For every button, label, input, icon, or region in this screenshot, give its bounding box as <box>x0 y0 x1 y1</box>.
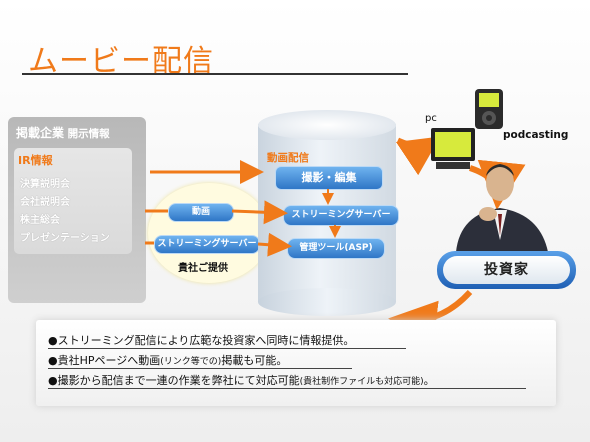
ir-info-box <box>14 148 132 254</box>
investor-label: 投資家 <box>443 256 570 284</box>
pc-monitor-icon <box>431 128 475 169</box>
note-2-text: ●貴社HPページへ動画 <box>48 354 161 367</box>
note-underline-1 <box>48 348 406 349</box>
panel-title-sub: 開示情報 <box>67 128 110 140</box>
note-3-small: (貴社制作ファイルも対応可能) <box>299 377 424 387</box>
ir-heading: IR情報 <box>18 154 53 167</box>
note-line-1: ●ストリーミング配信により広範な投資家へ同時に情報提供。 <box>48 332 354 348</box>
note-line-3: ●撮影から配信まで一連の作業を弊社にて対応可能(貴社制作ファイルも対応可能)。 <box>48 372 435 388</box>
arrow-platform-to-pc <box>395 136 441 176</box>
cylinder-bottom <box>258 288 396 316</box>
tool-pill: 管理ツール(ASP) <box>287 238 385 259</box>
arrow-video-to-streaming <box>231 200 288 225</box>
summary-box <box>36 320 556 406</box>
provided-label: 貴社ご提供 <box>178 263 228 274</box>
title-underline <box>22 73 408 75</box>
note-underline-2 <box>48 368 352 369</box>
note-3-tail: 。 <box>423 374 435 387</box>
note-line-2: ●貴社HPページへ動画(リンク等での)掲載も可能。 <box>48 352 287 368</box>
edit-pill: 撮影・編集 <box>275 166 383 190</box>
arrow-client-streaming-to-tool <box>257 232 292 257</box>
podcasting-label: podcasting <box>503 129 569 141</box>
cylinder-top <box>258 110 396 140</box>
pc-label: pc <box>425 113 437 124</box>
music-player-icon <box>475 89 503 129</box>
panel-title-main: 掲載企業 <box>16 126 65 140</box>
note-2-small: (リンク等での) <box>160 357 222 367</box>
ir-item: プレゼンテーション <box>20 233 110 244</box>
note-1-text: ●ストリーミング配信により広範な投資家へ同時に情報提供。 <box>48 334 355 347</box>
note-underline-3 <box>48 388 526 389</box>
client-streaming-pill: ストリーミングサーバー <box>154 235 260 254</box>
panel-title: 掲載企業 開示情報 <box>16 124 110 141</box>
arrow-investor-to-platform <box>388 289 473 349</box>
ir-item: 株主総会 <box>20 215 60 226</box>
ir-item: 決算説明会 <box>20 179 70 190</box>
investor-person-icon <box>456 164 548 252</box>
client-provided-circle <box>148 183 270 283</box>
note-2-tail: 掲載も可能。 <box>221 354 288 367</box>
video-pill: 動画 <box>168 203 234 222</box>
center-heading: 動画配信 <box>267 152 309 164</box>
note-3-text: ●撮影から配信まで一連の作業を弊社にて対応可能 <box>48 374 300 387</box>
ir-item: 会社説明会 <box>20 197 70 208</box>
